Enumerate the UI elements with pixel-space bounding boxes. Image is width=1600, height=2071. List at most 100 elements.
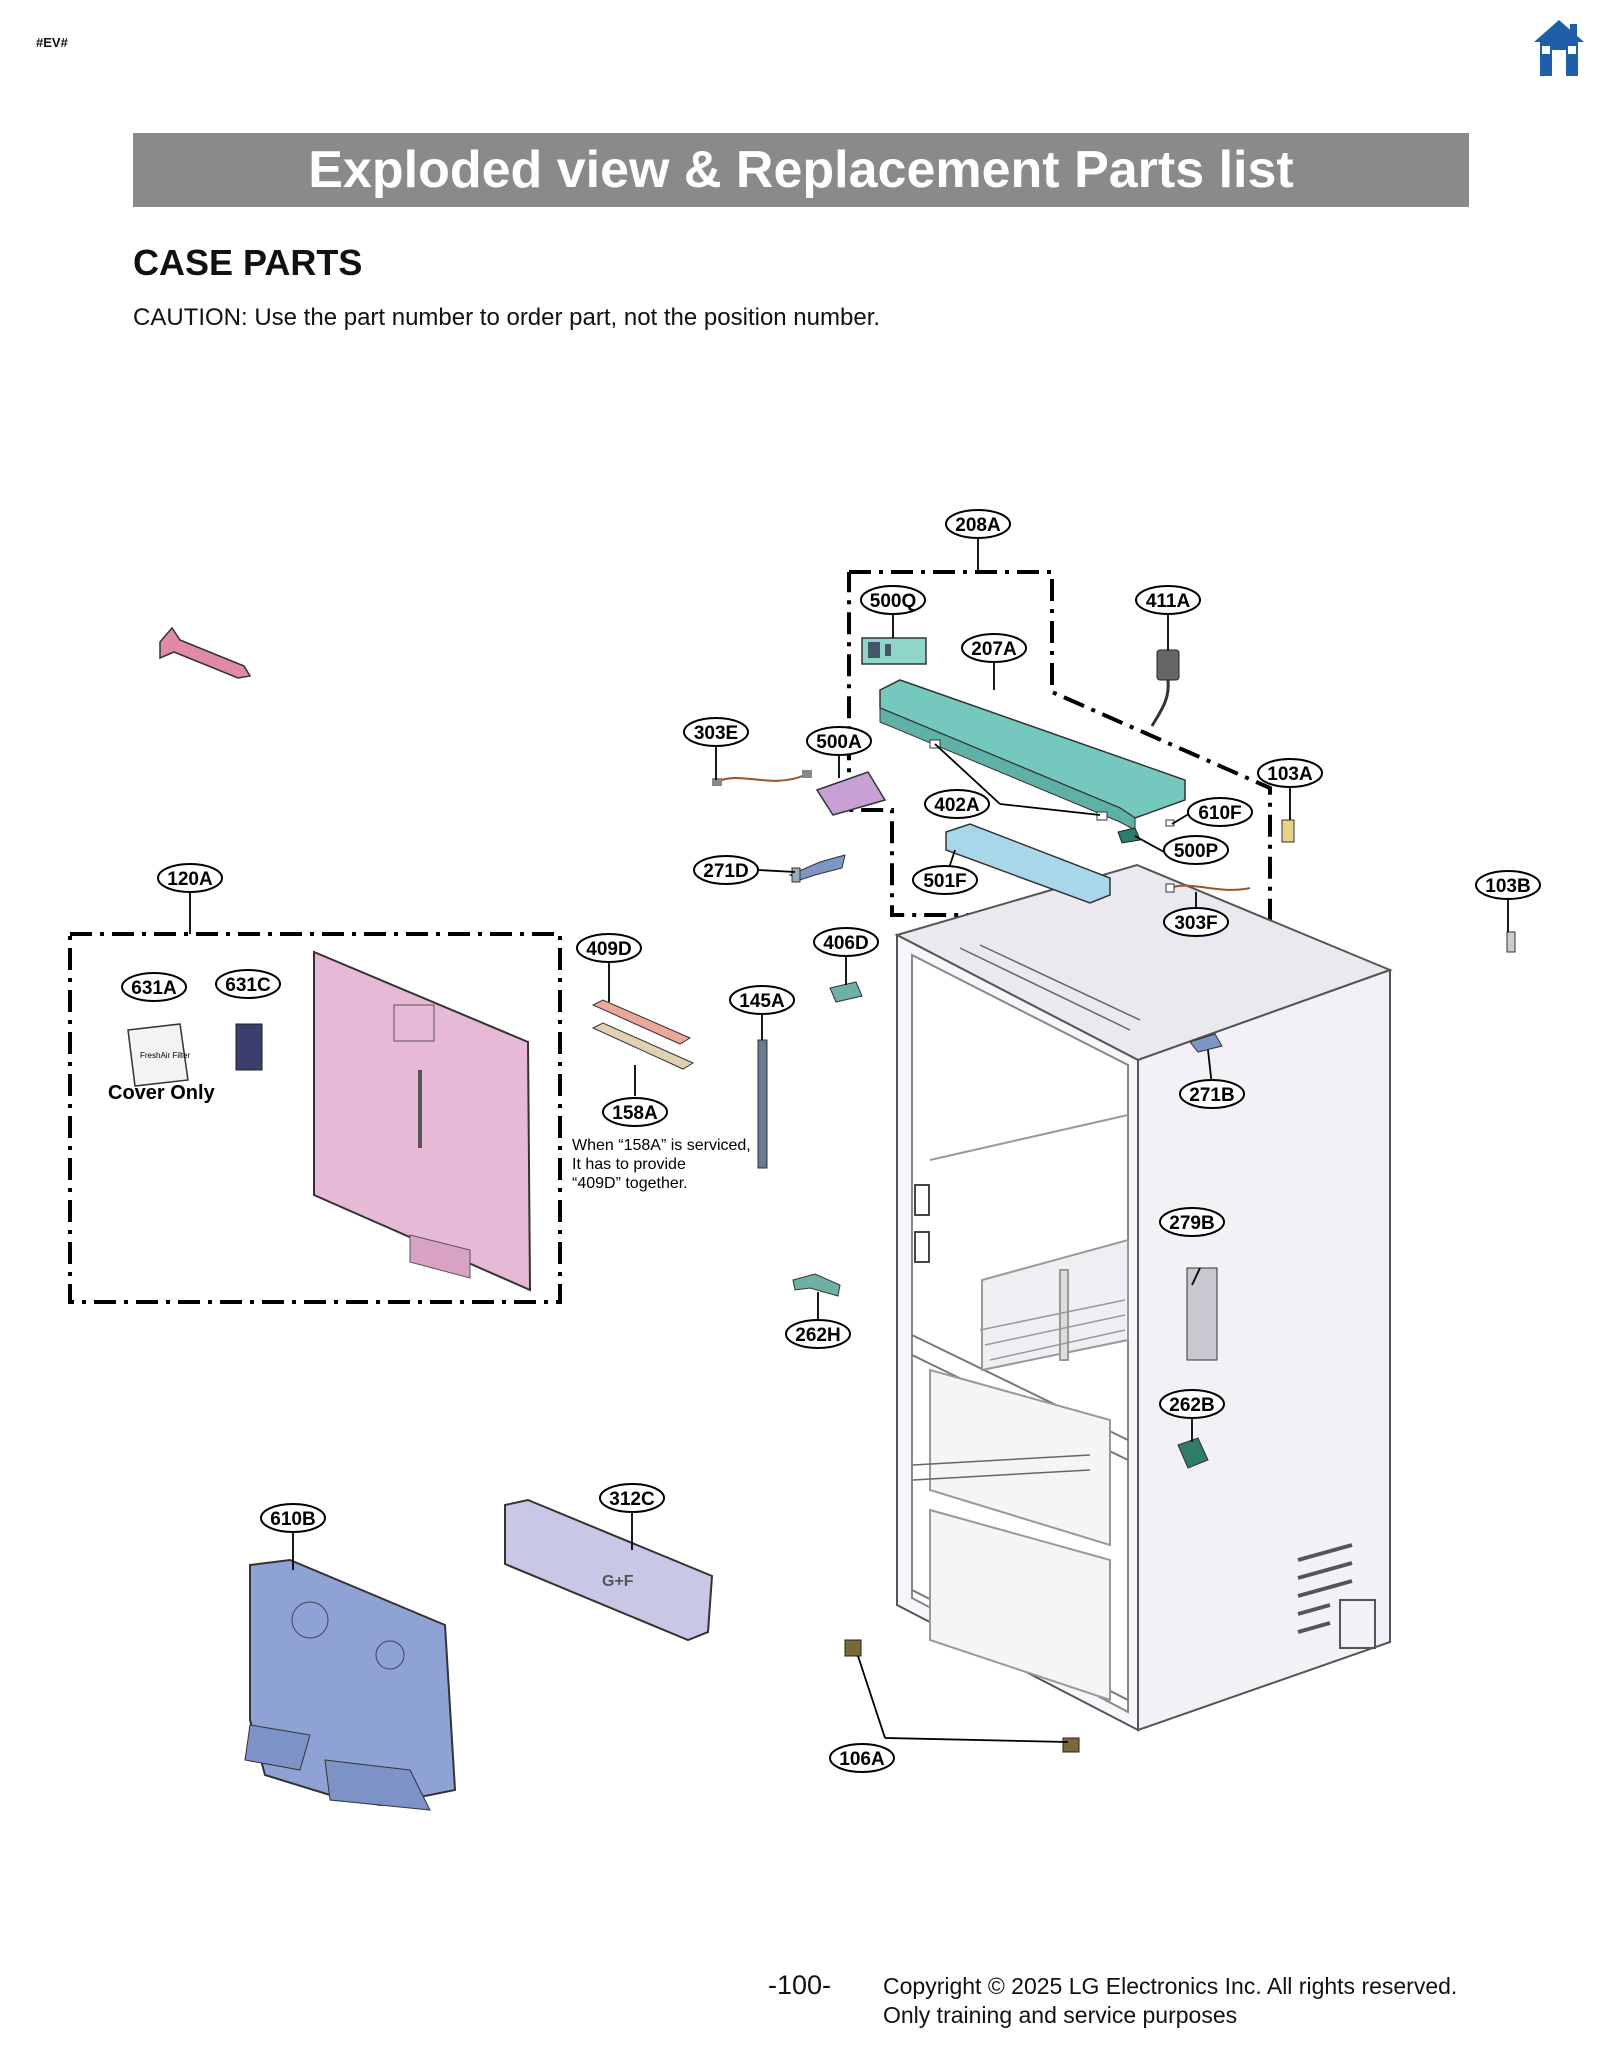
callout-610F bbox=[1187, 797, 1253, 827]
label-145A: 145A bbox=[739, 991, 785, 1012]
label-207A: 207A bbox=[971, 639, 1017, 660]
callout-500A bbox=[806, 726, 872, 756]
label-409D: 409D bbox=[586, 939, 631, 960]
label-208A: 208A bbox=[955, 515, 1001, 536]
copyright-block: Copyright © 2025 LG Electronics Inc. All… bbox=[883, 1972, 1457, 2030]
part-409D-strip bbox=[591, 999, 692, 1045]
part-406D-bracket bbox=[829, 981, 863, 1003]
callout-145A bbox=[729, 985, 795, 1015]
callout-411A bbox=[1135, 585, 1201, 615]
part-262H-hinge bbox=[792, 1273, 841, 1297]
label-262H: 262H bbox=[795, 1325, 840, 1346]
refrigerator-cabinet bbox=[894, 863, 1393, 1732]
label-631A: 631A bbox=[131, 978, 177, 999]
label-271B: 271B bbox=[1189, 1085, 1234, 1106]
part-631A-filter-cover: FreshAir Filter bbox=[127, 1023, 191, 1087]
label-500A: 500A bbox=[816, 732, 862, 753]
callout-303E bbox=[683, 717, 749, 747]
caution-note: CAUTION: Use the part number to order pa… bbox=[133, 304, 881, 331]
copyright-line-1: Copyright © 2025 LG Electronics Inc. All… bbox=[883, 1973, 1458, 1999]
label-411A: 411A bbox=[1146, 591, 1191, 612]
callout-610B bbox=[260, 1503, 326, 1533]
label-262B: 262B bbox=[1169, 1395, 1214, 1416]
callout-103A bbox=[1257, 758, 1323, 788]
label-120A: 120A bbox=[167, 869, 213, 890]
part-500Q-board bbox=[861, 637, 927, 665]
callout-631A bbox=[121, 972, 187, 1002]
cover-only-label: Cover Only bbox=[108, 1082, 216, 1104]
label-303F: 303F bbox=[1174, 913, 1217, 934]
callout-402A bbox=[924, 789, 990, 819]
label-106A: 106A bbox=[839, 1749, 885, 1770]
part-103B-switch bbox=[1506, 931, 1516, 953]
part-271B-hinge bbox=[1189, 1033, 1223, 1053]
page-banner: Exploded view & Replacement Parts list bbox=[133, 133, 1469, 207]
copyright-line-2: Only training and service purposes bbox=[883, 2002, 1238, 2028]
callout-262H bbox=[785, 1319, 851, 1349]
part-279B-panel bbox=[1186, 1267, 1218, 1361]
home-icon[interactable] bbox=[1532, 18, 1586, 78]
service-note: When “158A” is serviced, It has to provi… bbox=[572, 1137, 751, 1192]
callout-631C bbox=[215, 969, 281, 999]
part-303E-wire bbox=[712, 770, 812, 786]
label-312C: 312C bbox=[609, 1489, 655, 1510]
document-tag: #EV# bbox=[36, 35, 68, 50]
section-title: CASE PARTS bbox=[133, 242, 363, 283]
part-303F-wire bbox=[1165, 883, 1251, 893]
callout-103B bbox=[1475, 870, 1541, 900]
label-406D: 406D bbox=[823, 933, 868, 954]
part-610B-duct-assembly bbox=[244, 1558, 457, 1811]
part-411A-cord bbox=[1150, 649, 1180, 727]
part-312C-drawer-front: G+F bbox=[504, 1498, 714, 1642]
label-103B: 103B bbox=[1485, 876, 1530, 897]
label-500P: 500P bbox=[1174, 841, 1219, 862]
callout-500P bbox=[1163, 835, 1229, 865]
callout-158A bbox=[602, 1097, 668, 1127]
label-103A: 103A bbox=[1267, 764, 1313, 785]
group-120A-outline bbox=[68, 932, 562, 1304]
label-610F: 610F bbox=[1198, 803, 1241, 824]
part-271D-hinge bbox=[788, 854, 846, 883]
callout-labels: 208A 500Q 411A 207A 303E 500A 103A 402A … bbox=[131, 515, 1530, 1770]
callout-271D bbox=[693, 855, 759, 885]
callout-bubbles bbox=[121, 509, 1541, 1773]
callout-303F bbox=[1163, 907, 1229, 937]
label-610B: 610B bbox=[270, 1509, 315, 1530]
label-501F: 501F bbox=[923, 871, 966, 892]
callout-409D bbox=[576, 933, 642, 963]
label-271D: 271D bbox=[703, 861, 748, 882]
label-631C: 631C bbox=[225, 975, 271, 996]
part-103A-switch bbox=[1281, 819, 1295, 843]
part-wrench bbox=[159, 626, 252, 679]
service-note-line-2: It has to provide bbox=[572, 1156, 686, 1173]
part-120A-panel bbox=[313, 950, 532, 1292]
part-500P-board bbox=[1117, 827, 1141, 844]
drawer-logo-text: G+F bbox=[602, 1573, 634, 1590]
label-500Q: 500Q bbox=[870, 591, 916, 612]
part-145A-bar bbox=[757, 1039, 768, 1169]
callout-501F bbox=[912, 865, 978, 895]
callout-271B bbox=[1179, 1079, 1245, 1109]
label-279B: 279B bbox=[1169, 1213, 1214, 1234]
callout-406D bbox=[813, 927, 879, 957]
callout-120A bbox=[157, 863, 223, 893]
service-note-line-3: “409D” together. bbox=[572, 1175, 688, 1192]
service-note-line-1: When “158A” is serviced, bbox=[572, 1137, 751, 1154]
part-501F-panel bbox=[945, 823, 1111, 904]
part-631C-filter bbox=[235, 1023, 263, 1071]
callout-312C bbox=[599, 1483, 665, 1513]
callout-279B bbox=[1159, 1207, 1225, 1237]
part-500A-board bbox=[815, 771, 887, 816]
page-number: -100- bbox=[768, 1970, 832, 2000]
part-158A-strip bbox=[591, 1022, 695, 1070]
callout-500Q bbox=[860, 585, 926, 615]
filter-cover-text: FreshAir Filter bbox=[140, 1051, 191, 1060]
label-158A: 158A bbox=[612, 1103, 658, 1124]
callout-106A bbox=[829, 1743, 895, 1773]
label-303E: 303E bbox=[694, 723, 738, 744]
callout-262B bbox=[1159, 1389, 1225, 1419]
label-402A: 402A bbox=[934, 795, 980, 816]
callout-207A bbox=[961, 633, 1027, 663]
callout-208A bbox=[945, 509, 1011, 539]
